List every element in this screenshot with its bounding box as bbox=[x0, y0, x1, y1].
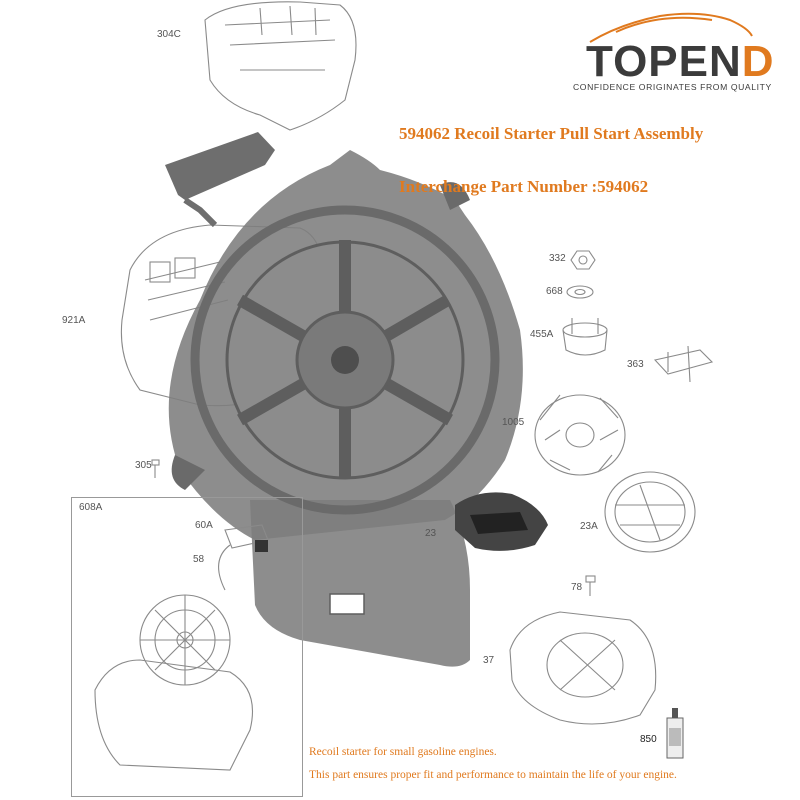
cup-455a-drawing bbox=[562, 318, 608, 356]
note-fitment: This part ensures proper fit and perform… bbox=[309, 769, 677, 781]
starter-608a-drawing bbox=[94, 524, 269, 771]
callout-608a: 608A bbox=[79, 502, 103, 513]
callout-23: 23 bbox=[425, 528, 437, 539]
callout-304c: 304C bbox=[157, 29, 181, 40]
housing-37-drawing bbox=[509, 611, 657, 725]
brand-tagline: CONFIDENCE ORIGINATES FROM QUALITY bbox=[573, 82, 772, 92]
product-title: 594062 Recoil Starter Pull Start Assembl… bbox=[399, 124, 704, 143]
logo-word-part2: N bbox=[709, 37, 742, 86]
callout-305: 305 bbox=[135, 460, 152, 471]
brand-logo: TOPEND bbox=[586, 40, 775, 84]
callout-37: 37 bbox=[483, 655, 495, 666]
nut-332-drawing bbox=[570, 250, 596, 270]
screw-78-drawing bbox=[585, 575, 596, 596]
callout-58: 58 bbox=[193, 554, 205, 565]
callout-78: 78 bbox=[571, 582, 583, 593]
callout-363: 363 bbox=[627, 359, 644, 370]
sealant-850-tube bbox=[666, 708, 684, 759]
washer-668-drawing bbox=[566, 285, 594, 299]
bolt-305-drawing bbox=[151, 459, 160, 478]
recoil-starter-assembly bbox=[165, 132, 523, 667]
flywheel-1005-drawing bbox=[534, 394, 626, 476]
callout-850: 850 bbox=[640, 734, 657, 745]
callout-668: 668 bbox=[546, 286, 563, 297]
logo-word-part1: TOPE bbox=[586, 37, 710, 86]
alternator-23a-drawing bbox=[604, 471, 696, 553]
interchange-part-number: Interchange Part Number :594062 bbox=[399, 177, 649, 196]
callout-23a: 23A bbox=[580, 521, 598, 532]
callout-455a: 455A bbox=[530, 329, 554, 340]
ignition-23-drawing bbox=[455, 492, 548, 551]
car-outline-logo bbox=[589, 12, 753, 43]
note-application: Recoil starter for small gasoline engine… bbox=[309, 746, 497, 758]
shroud-304c-drawing bbox=[204, 1, 357, 131]
callout-60a: 60A bbox=[195, 520, 213, 531]
callout-332: 332 bbox=[549, 253, 566, 264]
handle-60a-drawing bbox=[255, 540, 268, 552]
callout-1005: 1005 bbox=[502, 417, 525, 428]
logo-word-part3: D bbox=[741, 37, 775, 86]
callout-921a: 921A bbox=[62, 315, 86, 326]
bracket-363-drawing bbox=[653, 345, 714, 383]
inset-box-608a bbox=[71, 497, 303, 797]
